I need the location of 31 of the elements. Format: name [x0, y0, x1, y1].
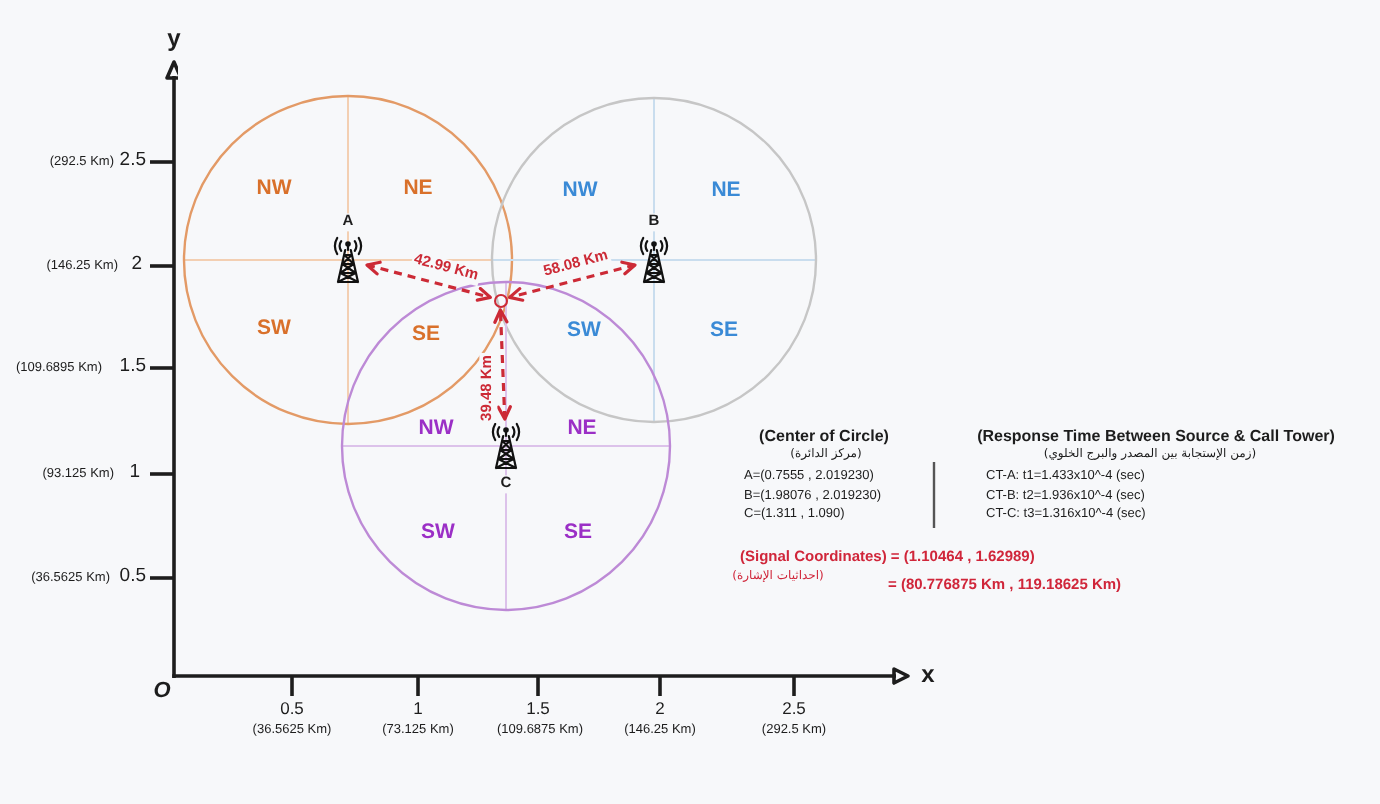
tick-label: 1.5 [119, 357, 146, 379]
direction-label: NW [562, 177, 598, 203]
tick-label: 2 [131, 255, 142, 277]
tick-label: 1 [129, 463, 140, 485]
tick-label: 1.5 [526, 700, 550, 720]
direction-label: NW [418, 415, 454, 441]
tick-label: 2.5 [119, 151, 146, 173]
heading: (Center of Circle) [759, 426, 889, 446]
double-arrow [493, 308, 512, 421]
double-arrow [508, 260, 637, 302]
direction-label: NE [403, 175, 433, 201]
direction-label: SE [710, 317, 738, 343]
direction-label: SW [567, 317, 601, 343]
direction-label: SW [257, 315, 291, 341]
tick-label: 0.5 [119, 567, 146, 589]
direction-label: SW [421, 519, 455, 545]
tick-label: 2 [655, 700, 665, 720]
axis-label: y [167, 26, 181, 54]
direction-label: NE [567, 415, 597, 441]
axis-label: x [921, 662, 935, 690]
tick-label: 2.5 [782, 700, 806, 720]
direction-label: NE [711, 177, 741, 203]
origin-label: O [153, 679, 171, 705]
heading: (Response Time Between Source & Call Tower) [977, 426, 1335, 446]
direction-label: SE [564, 519, 592, 545]
double-arrow [365, 260, 492, 302]
signal-point [493, 293, 507, 307]
direction-label: SE [412, 321, 440, 347]
tick-label: 0.5 [280, 700, 304, 720]
tick-label: 1 [413, 700, 423, 720]
direction-label: NW [256, 175, 292, 201]
